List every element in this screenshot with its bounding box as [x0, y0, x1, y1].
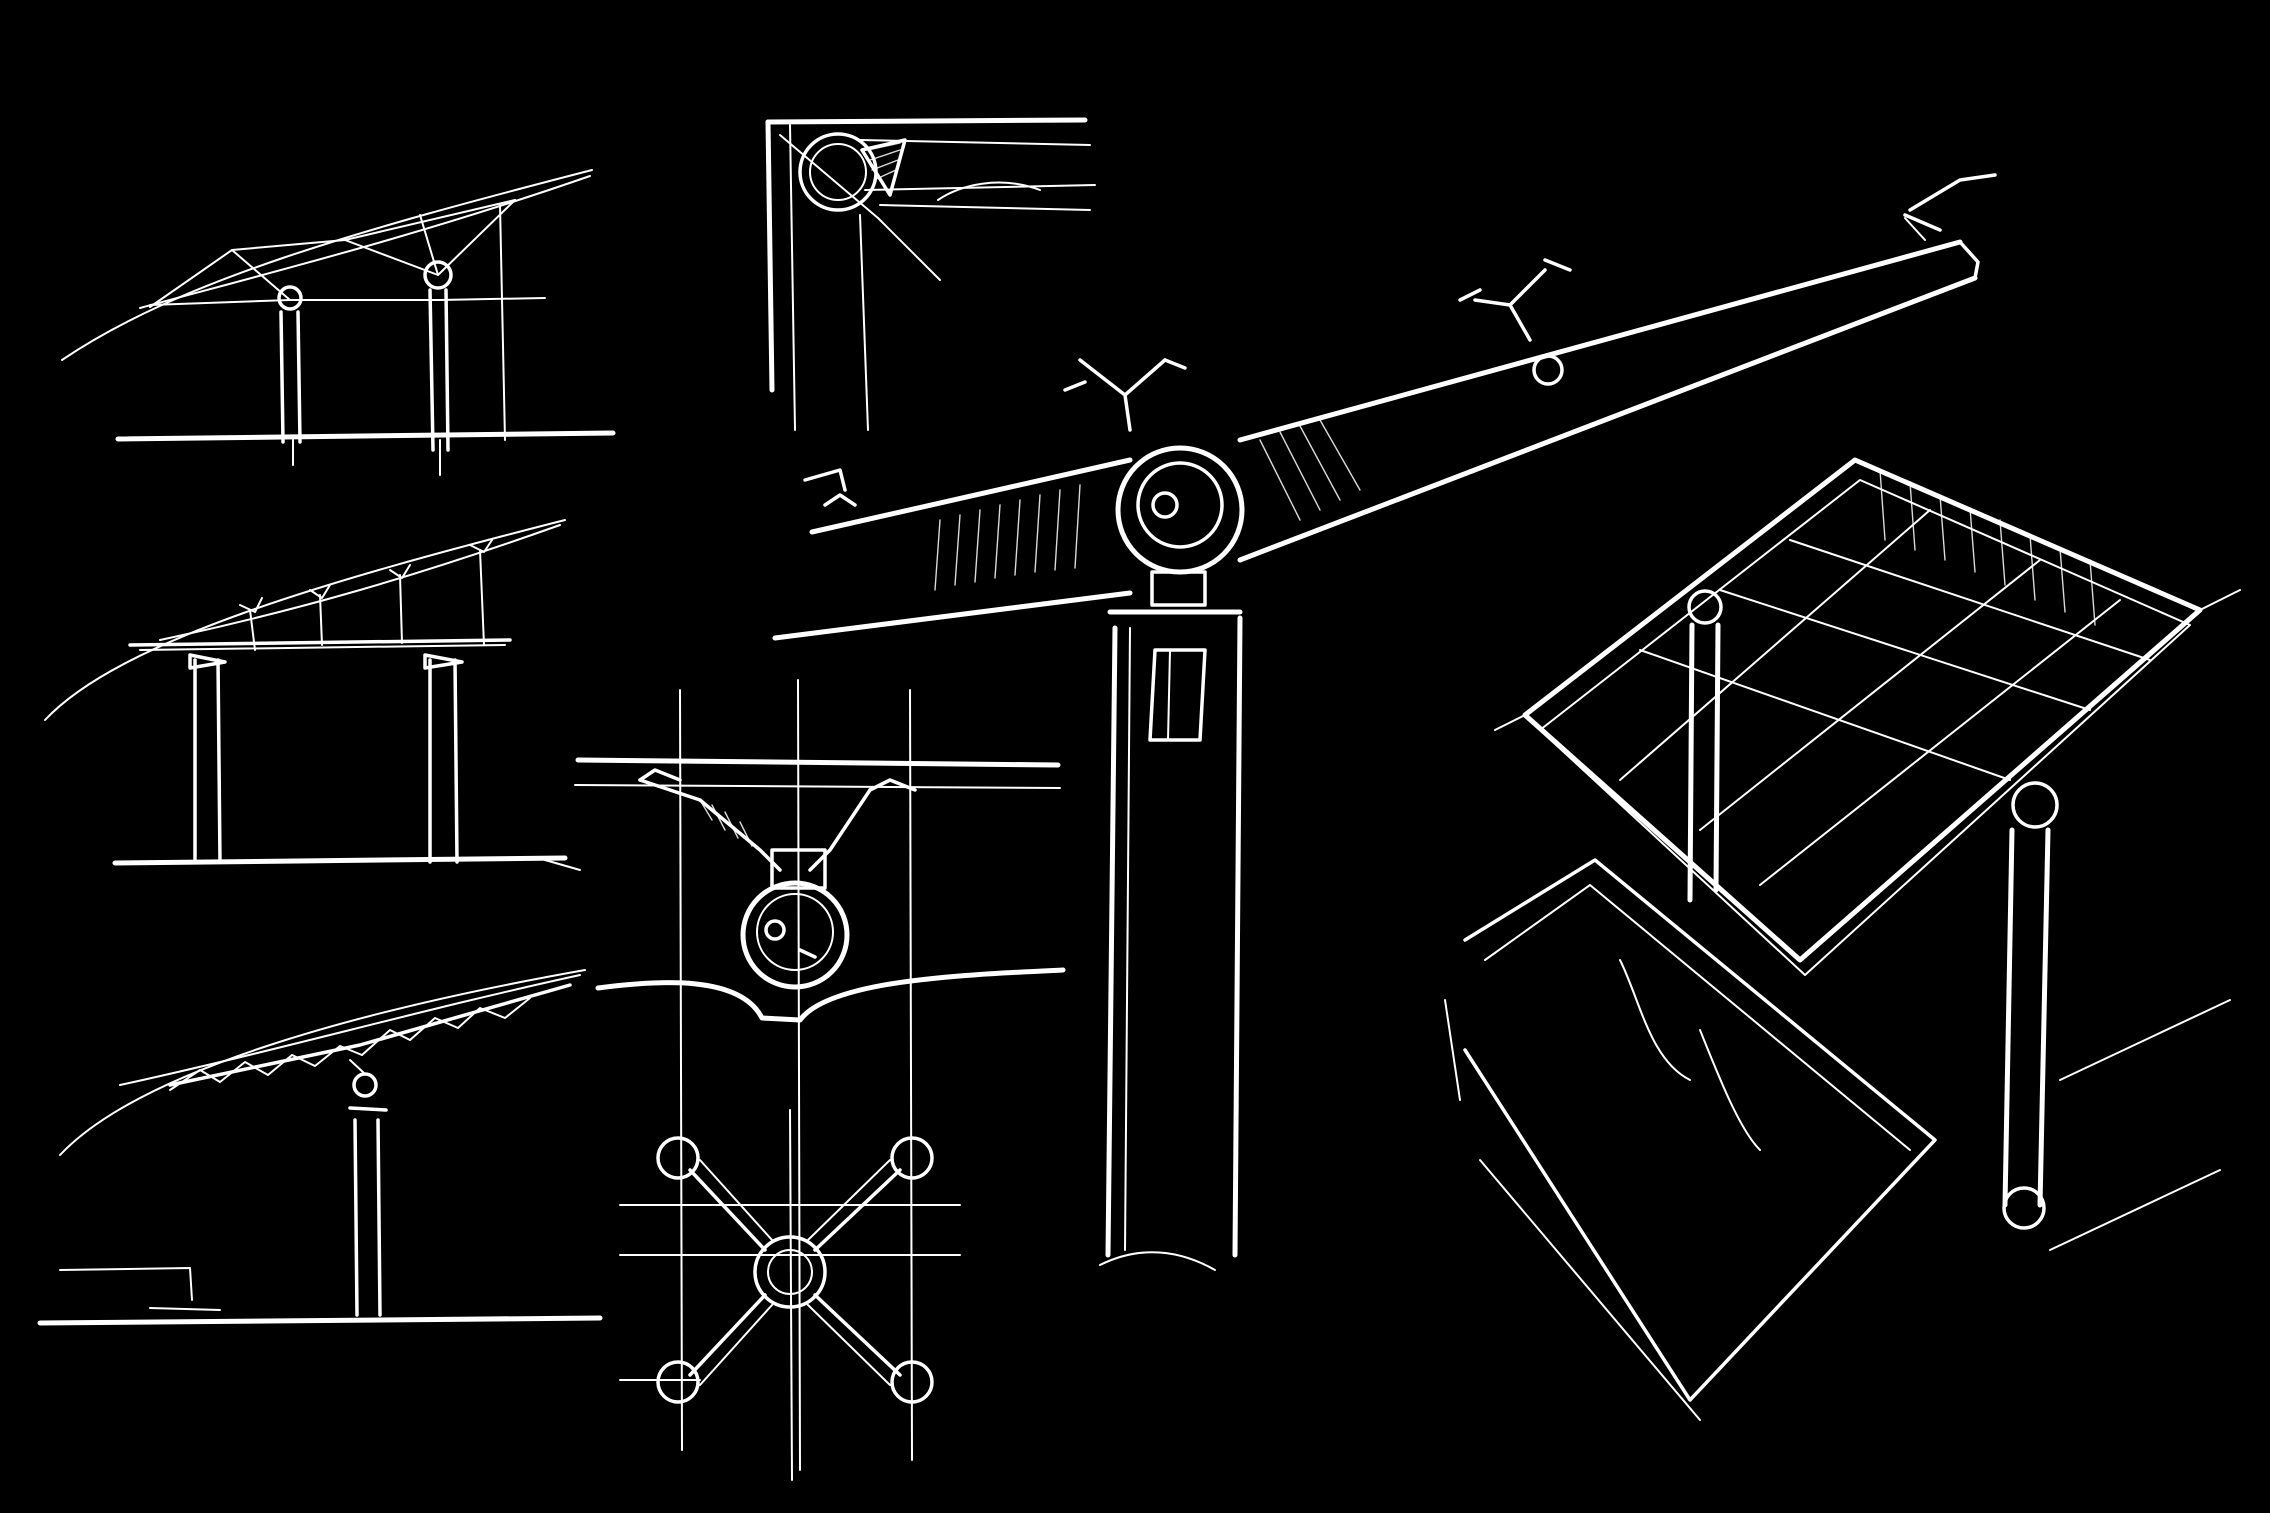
cantilever-beam-elevation [772, 173, 1997, 1271]
corner-node-detail [765, 117, 1096, 431]
canopy-axonometric [1444, 457, 2241, 1421]
canopy-elevation-3 [37, 969, 603, 1326]
spider-fitting-plan [619, 1109, 961, 1481]
canopy-elevation-2 [44, 519, 581, 871]
canopy-elevation-1 [61, 169, 616, 476]
hanging-node-section [574, 679, 1066, 1471]
